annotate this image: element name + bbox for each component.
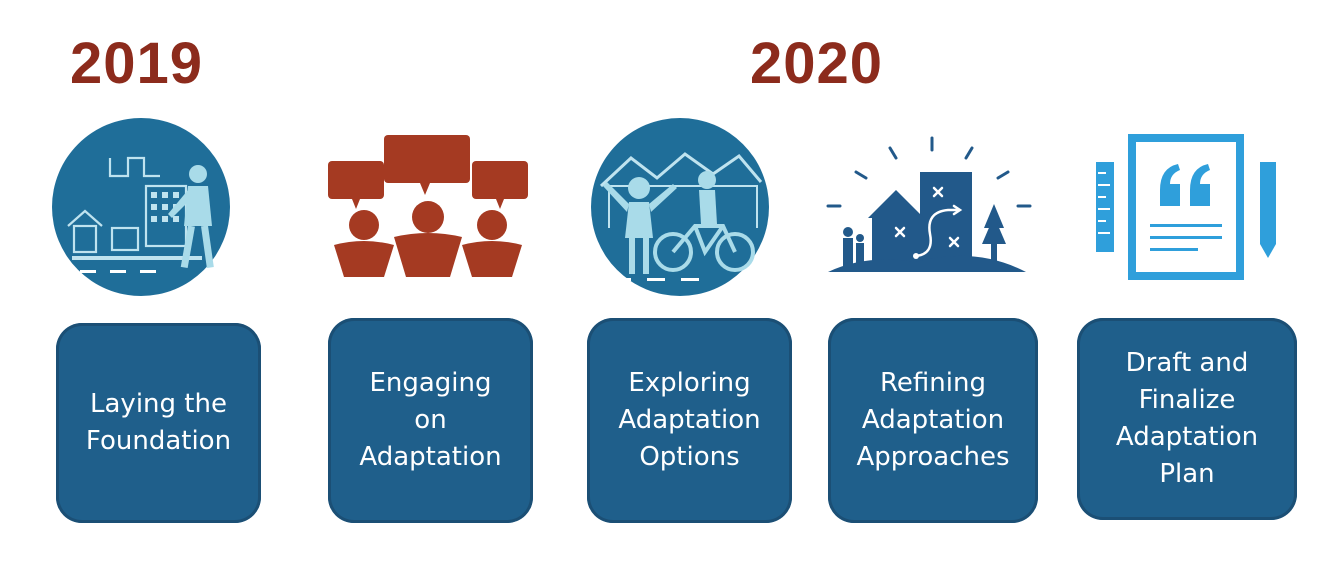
year-2020-heading: 2020 <box>750 31 884 96</box>
plan-document-icon <box>1094 132 1278 282</box>
recreation-cyclist-icon <box>589 116 771 298</box>
year-2019-heading: 2019 <box>70 31 204 96</box>
city-pedestrian-icon <box>50 116 232 298</box>
community-speech-icon <box>326 133 532 279</box>
strategy-map-icon <box>826 134 1032 276</box>
stage-box-draft-finalize-plan: Draft and Finalize Adaptation Plan <box>1077 318 1297 520</box>
stage-box-refining-approaches: Refining Adaptation Approaches <box>828 318 1038 523</box>
stage-box-exploring-options: Exploring Adaptation Options <box>587 318 792 523</box>
stage-box-engaging-adaptation: Engaging on Adaptation <box>328 318 533 523</box>
stage-box-laying-foundation: Laying the Foundation <box>56 323 261 523</box>
